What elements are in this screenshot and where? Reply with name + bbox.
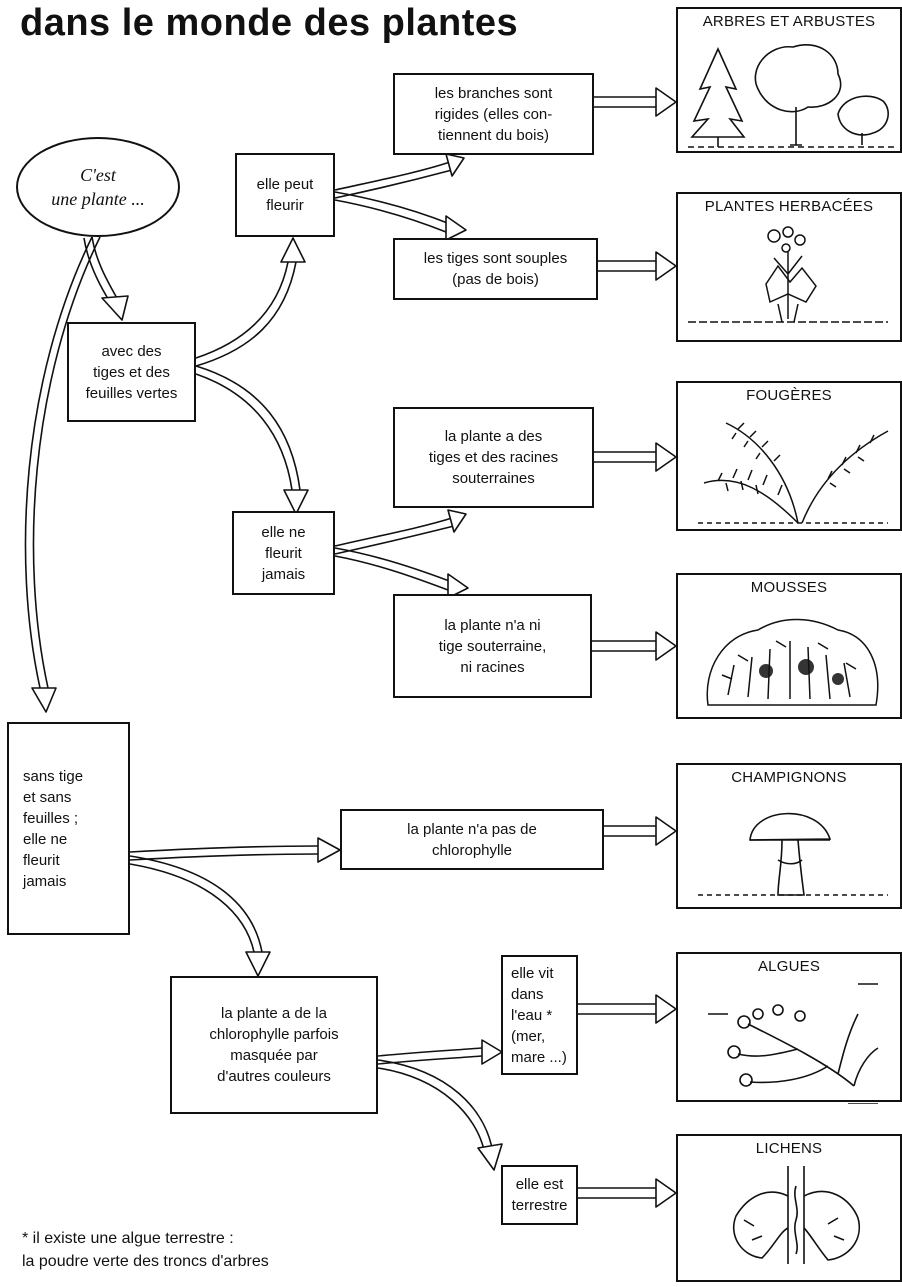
connector-chloro-to-terrestrial — [377, 1059, 493, 1149]
connector-chloro-to-water — [377, 1047, 483, 1057]
connector-never-to-nounder-b — [334, 555, 449, 591]
card-title-lichens: LICHENS — [755, 1140, 823, 1157]
connector-chloro-to-terrestrial-b — [377, 1067, 485, 1151]
footnote: * il existe une algue terrestre : la pou… — [22, 1230, 269, 1270]
arrowhead-water — [481, 1039, 503, 1065]
card-lichens: LICHENS — [676, 1134, 902, 1282]
arrowhead-never — [283, 489, 309, 515]
connector-never-to-under-b — [334, 525, 455, 555]
node-green-leaves: avec des tiges et des feuilles vertes — [67, 322, 196, 422]
arrowhead-green — [101, 295, 129, 321]
connector-green-to-never-b — [195, 373, 293, 491]
card-arrow-lichens — [578, 1178, 677, 1208]
fern-illustration — [698, 422, 889, 524]
card-arrow-herbs — [598, 251, 677, 281]
arrowhead-under — [447, 509, 467, 533]
card-title-trees: ARBRES ET ARBUSTES — [702, 13, 876, 30]
connector-nostem-to-nochloro — [129, 845, 319, 853]
card-arrow-algae — [578, 994, 677, 1024]
node-no-stem: sans tige et sans feuilles ; elle ne fle… — [7, 722, 130, 935]
arrowhead-chloro — [245, 951, 271, 977]
card-arrow-trees — [594, 87, 677, 117]
card-algae: ALGUES — [676, 952, 902, 1104]
node-underground-stems: la plante a des tiges et des racines sou… — [393, 407, 594, 508]
connector-never-to-nounder — [334, 547, 453, 583]
arrowhead-terrestrial — [477, 1143, 503, 1171]
connector-green-to-never — [195, 365, 301, 491]
connector-never-to-under — [334, 517, 453, 547]
node-in-water: elle vit dans l'eau * (mer, mare ...) — [501, 955, 578, 1075]
connector-start-to-nostem — [32, 236, 101, 689]
node-never-flowers: elle ne fleurit jamais — [232, 511, 335, 595]
node-can-flower: elle peut fleurir — [235, 153, 335, 237]
connector-green-to-flower-b — [195, 261, 289, 359]
card-title-mosses: MOUSSES — [750, 579, 828, 596]
connector-nostem-to-chloro-b — [129, 863, 255, 953]
card-herbs: PLANTES HERBACÉES — [676, 192, 902, 342]
arrowhead-soft — [445, 215, 467, 241]
connector-nostem-to-nochloro-b — [129, 853, 319, 861]
algae-illustration — [708, 983, 879, 1104]
arrowhead-rigid — [445, 153, 465, 177]
card-arrow-ferns — [594, 442, 677, 472]
card-arrow-mushrooms — [604, 816, 677, 846]
node-soft-stems: les tiges sont souples (pas de bois) — [393, 238, 598, 300]
node-chlorophyll: la plante a de la chlorophylle parfois m… — [170, 976, 378, 1114]
node-rigid-branches: les branches sont rigides (elles con- ti… — [393, 73, 594, 155]
connector-green-to-flower — [195, 261, 297, 367]
diagram-title: dans le monde des plantes — [20, 2, 519, 44]
card-title-algae: ALGUES — [757, 958, 821, 975]
connector-flower-to-rigid-b — [334, 169, 453, 199]
connector-flower-to-soft — [334, 191, 451, 225]
node-no-underground: la plante n'a ni tige souterraine, ni ra… — [393, 594, 592, 698]
arrowhead-nochloro — [317, 837, 341, 863]
card-title-mushrooms: CHAMPIGNONS — [731, 769, 847, 786]
card-trees: ARBRES ET ARBUSTES — [676, 7, 902, 153]
connector-start-to-green — [91, 236, 119, 301]
connector-flower-to-rigid — [334, 161, 451, 191]
moss-illustration — [706, 618, 879, 706]
start-node-plant: C'est une plante ... — [16, 137, 180, 237]
arrowhead-nounder — [447, 573, 469, 599]
card-mushrooms: CHAMPIGNONS — [676, 763, 902, 909]
herb-illustration — [688, 226, 888, 323]
trees-illustration — [688, 44, 896, 148]
card-ferns: FOUGÈRES — [676, 381, 902, 531]
node-no-chlorophyll: la plante n'a pas de chlorophylle — [340, 809, 604, 870]
card-mosses: MOUSSES — [676, 573, 902, 719]
connector-start-to-green-b — [83, 237, 111, 303]
connector-nostem-to-chloro — [129, 855, 263, 953]
connector-start-to-nostem-b — [24, 236, 93, 689]
mushroom-illustration — [698, 812, 888, 896]
card-title-ferns: FOUGÈRES — [746, 387, 832, 404]
card-title-herbs: PLANTES HERBACÉES — [704, 198, 874, 215]
connector-flower-to-soft-b — [334, 199, 447, 233]
card-arrow-mosses — [592, 631, 677, 661]
arrowhead-nostem — [31, 687, 57, 713]
arrowhead-flower — [280, 237, 306, 263]
node-terrestrial: elle est terrestre — [501, 1165, 578, 1225]
lichen-illustration — [732, 1166, 861, 1264]
